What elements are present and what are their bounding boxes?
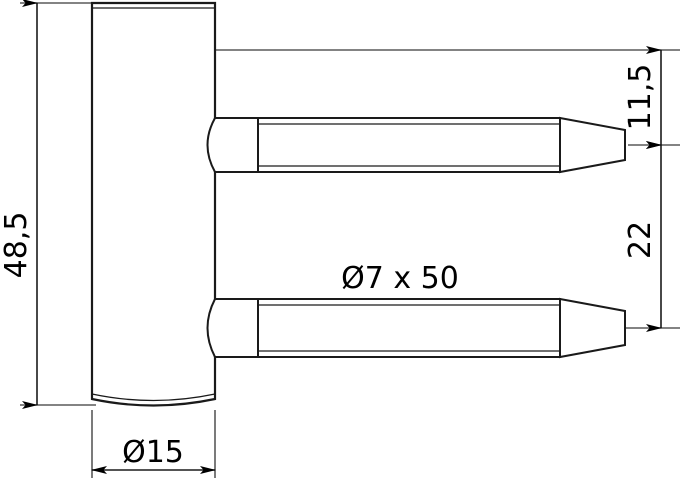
plate-outline	[90, 1, 217, 407]
upper-pin-tip	[559, 116, 626, 174]
upper-pin	[206, 116, 626, 174]
dimension-plate-width: Ø15	[91, 435, 216, 474]
upper-pin-head	[206, 117, 259, 173]
lower-pin-tip	[559, 297, 626, 359]
dimension-upper-offset: 11,5	[623, 46, 662, 149]
upper-pin-shank	[257, 117, 561, 173]
upper-offset-label: 11,5	[623, 64, 658, 131]
dimension-pin-spacing: 22	[623, 141, 662, 332]
dimension-overall-height: 48,5	[0, 0, 38, 409]
lower-pin-head	[206, 298, 259, 358]
pin-spec-label: Ø7 x 50	[341, 261, 459, 296]
overall-height-label: 48,5	[0, 212, 34, 279]
mounting-plate	[90, 1, 217, 407]
lower-pin-shank	[257, 298, 561, 358]
pin-spacing-label: 22	[623, 221, 658, 259]
plate-bottom-inner-line	[91, 393, 216, 402]
plate-width-label: Ø15	[122, 435, 184, 470]
lower-pin	[206, 297, 626, 359]
